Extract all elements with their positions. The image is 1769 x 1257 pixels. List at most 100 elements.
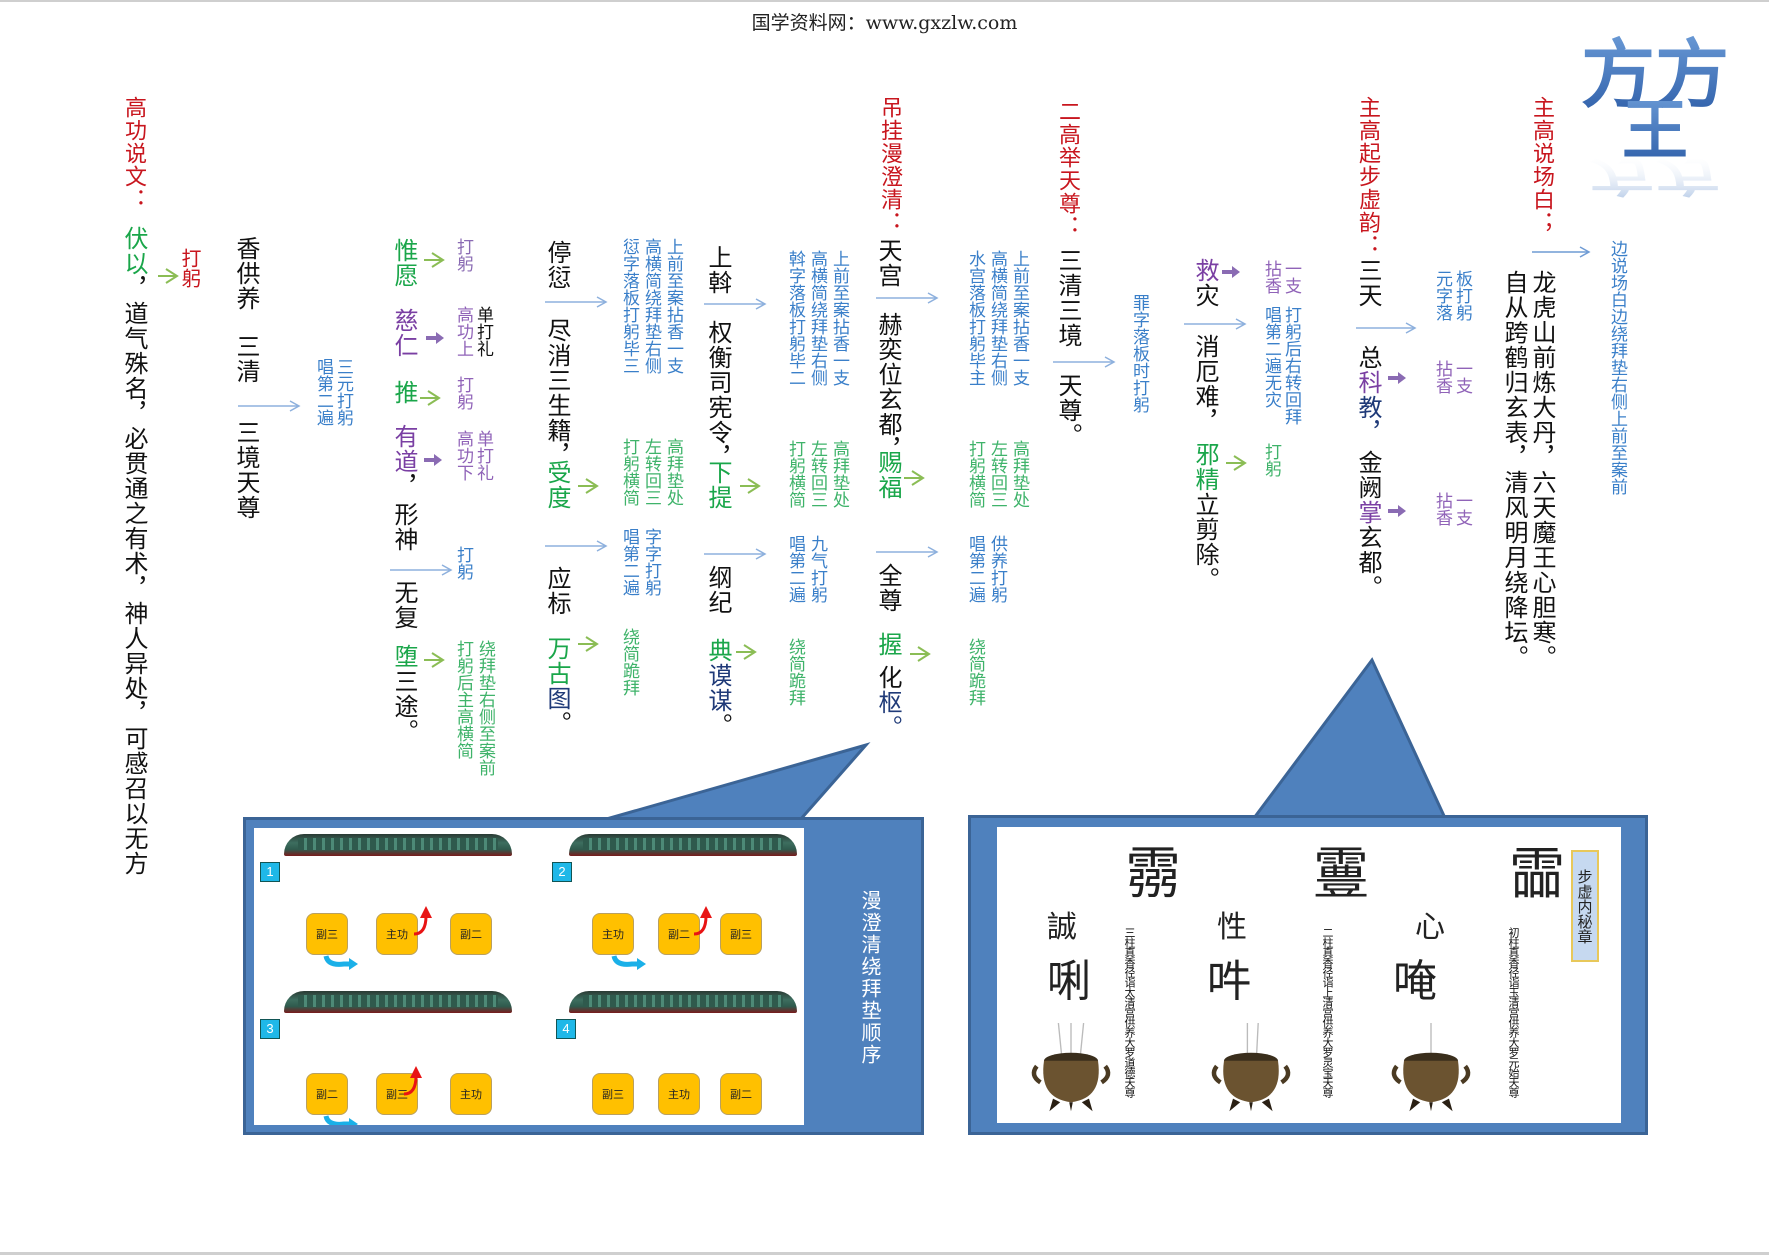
s4-t5: 握 [874, 632, 902, 657]
seat: 副二 [306, 1073, 348, 1115]
s6-n3: 打躬 [453, 376, 473, 410]
arrow-blue [545, 540, 608, 552]
talisman-char: 霛 [1125, 842, 1181, 907]
s6-w4b: ， [390, 474, 418, 499]
step-number: 3 [260, 1019, 280, 1039]
altar-roof [284, 834, 512, 856]
s5-n2b: 左转回三 [641, 438, 661, 506]
incense-diagram: 霝 心 唵 初柱真香径诣玉清宫供养大罗元始天尊 霻 性 吽 二柱真香径诣上清宫供… [997, 827, 1621, 1123]
s5-t5: 典 [704, 638, 732, 663]
s3-n3b: 拈香 [1261, 260, 1281, 294]
arrow-green [158, 268, 179, 284]
s7-h3: 三境天尊 [232, 420, 260, 520]
s2-line2: 总科教， [1354, 345, 1382, 445]
mantra-text: 初柱真香径诣玉清宫供养大罗元始天尊 [1507, 927, 1520, 1097]
s4-nr3b: 唱第二遍 [965, 535, 985, 603]
s4-t2: 赫奕位玄都， [874, 312, 902, 462]
s6-n2b: 高功上 [453, 306, 473, 357]
s2-t2b: 科 [1354, 370, 1382, 395]
s6-line-duo: 堕三途。 [390, 644, 418, 744]
s2-t2c: 教， [1354, 395, 1382, 445]
s3-line-xiejing: 邪精立剪除。 [1191, 442, 1219, 592]
seat: 主功 [450, 1073, 492, 1115]
syllable-char: 吽 [1207, 956, 1251, 1007]
s7-h1: 香供养 [232, 236, 260, 311]
arrow-blue [1053, 356, 1116, 368]
s2-note3a: 一支 [1452, 492, 1472, 526]
step-number: 1 [260, 862, 280, 882]
s2-t1: 三天 [1354, 258, 1382, 308]
s3-n4b: 唱第二遍无灾 [1261, 306, 1281, 408]
s6-w3: 推 [390, 380, 418, 405]
s6-n6b: 打躬后主高横简 [453, 640, 473, 759]
s5-q3: 受度 [543, 460, 571, 510]
s6-n2a: 单打礼 [473, 306, 493, 357]
step-number: 4 [556, 1019, 576, 1039]
s1-line2: 自从跨鹤归玄表，清风明月绕降坛。 [1500, 270, 1528, 670]
arrow-green [910, 646, 931, 662]
s6-w5: 形神 [390, 502, 418, 552]
s5-t5c: 。 [704, 713, 732, 738]
s6-w8: 三途。 [390, 669, 418, 744]
s6-w4: 有道 [390, 424, 418, 474]
seat: 副二 [658, 913, 700, 955]
incense-burner-icon [1211, 1023, 1291, 1112]
arrow-blue [704, 548, 767, 560]
s4-nr3a: 供养打躬 [987, 535, 1007, 603]
syllable-char: 唎 [1047, 956, 1091, 1007]
s5-line-dian: 典谟谋。 [704, 638, 732, 738]
s3-line-jiuzai: 救灾 [1191, 258, 1219, 308]
s4-title: 吊挂漫澄清： [877, 96, 902, 234]
s2-note1b: 元字落 [1432, 270, 1452, 321]
arrow-green [1226, 455, 1247, 471]
arrow-green [578, 636, 599, 652]
s3-t4: 消厄难， [1191, 334, 1219, 434]
s5-q5: 万古 [543, 636, 571, 686]
rotation-diagram: 1 副三 主功 副二 2 主功 副二 副三 3 副二 副三 主功 4 副三 主功… [254, 828, 804, 1125]
arrow-purple [424, 454, 442, 466]
s2-t3a: 金阙 [1354, 450, 1382, 500]
altar-roof [569, 991, 797, 1013]
s4-nl1c: 斡字落板打躬毕二 [785, 250, 805, 386]
s1-title: 主高说场白； [1529, 96, 1554, 234]
arrow-blue [1356, 322, 1417, 334]
arrow-blue [238, 400, 301, 412]
s4-nr1c: 水宫落板打躬毕主 [965, 250, 985, 386]
s4-nl1a: 上前至案拈香一支 [829, 250, 849, 386]
s4-line-wo: 握化枢。 [874, 632, 902, 740]
arrow-blue [1184, 318, 1247, 330]
secret-chapter-label: 步虚内秘章 [1571, 850, 1599, 962]
seat: 副三 [720, 913, 762, 955]
s4-t6: 化 [874, 665, 902, 690]
s6-w1: 惟愿 [390, 238, 418, 288]
movement-arrows [323, 906, 712, 1125]
s7-t1b: ，道气殊名，必贯通之有术，神人异处，可感召以无方 [120, 276, 148, 876]
s5-t2: 权衡司宪令， [704, 320, 732, 470]
virtue-char: 誠 [1047, 910, 1077, 945]
s3-title: 二高举天尊： [1055, 100, 1080, 238]
arrow-green [424, 252, 445, 268]
s5-t5b: 谟谋 [704, 663, 732, 713]
s3-t2: 天尊。 [1054, 373, 1082, 448]
seat: 副二 [720, 1073, 762, 1115]
site-header[interactable]: 国学资料网：www.gxzlw.com [751, 12, 1018, 34]
altar-roof [284, 991, 512, 1013]
s4-nl2b: 左转回三 [807, 440, 827, 508]
s7-n1b: 唱第二遍 [313, 358, 333, 426]
arrow-green [420, 390, 441, 406]
s7-n1a: 三元打躬 [333, 358, 353, 426]
s3-n3a: 一支 [1281, 260, 1301, 294]
arrow-green [424, 652, 445, 668]
s2-t2a: 总 [1354, 345, 1382, 370]
arrow-blue [876, 546, 939, 558]
s3-t1: 三清三境 [1054, 248, 1082, 348]
incense-panel: 霝 心 唵 初柱真香径诣玉清宫供养大罗元始天尊 霻 性 吽 二柱真香径诣上清宫供… [968, 815, 1648, 1135]
seat: 副三 [306, 913, 348, 955]
s6-w6: 无复 [390, 580, 418, 630]
incense-burner-icon [1031, 1023, 1111, 1112]
virtue-char: 心 [1415, 910, 1445, 945]
s2-t3c: 玄都。 [1354, 525, 1382, 600]
s5-n2a: 高拜垫处 [663, 438, 683, 506]
s6-w2: 慈仁 [390, 308, 418, 358]
top-border [0, 0, 1769, 2]
